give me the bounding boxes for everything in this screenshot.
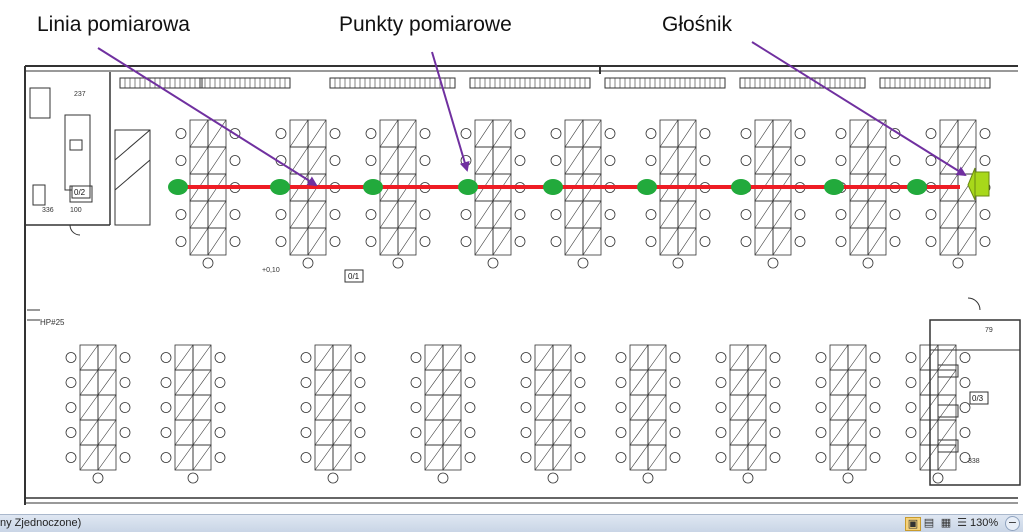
desk-cluster <box>905 344 971 484</box>
window-strip <box>879 77 991 89</box>
outline-icon[interactable]: ☰ <box>957 516 967 529</box>
desk-cluster <box>65 344 131 484</box>
desk-cluster <box>550 119 616 269</box>
desk-cluster <box>520 344 586 484</box>
callout-speaker: Głośnik <box>662 13 733 36</box>
room-number-top: 0/1 <box>348 272 360 281</box>
desk-cluster <box>460 119 526 269</box>
desk-cluster <box>740 119 806 269</box>
window-strip <box>604 77 726 89</box>
desk-cluster <box>645 119 711 269</box>
language-status[interactable]: ny Zjednoczone) <box>0 517 82 529</box>
desk-cluster <box>160 344 226 484</box>
dim-237: 237 <box>74 91 86 98</box>
room-number-right: 0/3 <box>972 394 984 403</box>
measurement-point <box>907 179 927 195</box>
dim-338: 338 <box>968 458 980 465</box>
desk-cluster <box>715 344 781 484</box>
dim-100: 100 <box>70 207 82 214</box>
window-strip <box>469 77 591 89</box>
measurement-point <box>543 179 563 195</box>
measurement-point <box>270 179 290 195</box>
measurement-points <box>168 179 927 195</box>
callout-measurement-points: Punkty pomiarowe <box>339 13 512 36</box>
desk-cluster <box>365 119 431 269</box>
status-bar: ny Zjednoczone) ▣ ▤ ▦ ☰ 130% − <box>0 514 1023 532</box>
floor-plan: 237 100 336 79 338 +0,10 HP#25 0/1 0/2 0… <box>24 41 1021 505</box>
desk-cluster <box>275 119 341 269</box>
measurement-point <box>731 179 751 195</box>
measurement-point <box>458 179 478 195</box>
window-strip <box>199 77 291 89</box>
level-mark: +0,10 <box>262 267 280 274</box>
web-layout-icon[interactable]: ▦ <box>940 516 952 529</box>
left-room-details <box>27 87 1021 486</box>
callout-measurement-line: Linia pomiarowa <box>37 13 190 36</box>
room-numbers: 0/1 0/2 0/3 <box>71 185 989 405</box>
desk-cluster <box>410 344 476 484</box>
window-strips <box>119 77 991 89</box>
measurement-point <box>168 179 188 195</box>
window-strip <box>739 77 866 89</box>
measurement-point <box>363 179 383 195</box>
building-walls <box>24 65 1018 505</box>
zoom-level[interactable]: 130% <box>970 517 999 529</box>
speaker-icon <box>967 167 990 201</box>
window-strip <box>329 77 456 89</box>
measurement-point <box>637 179 657 195</box>
desk-cluster <box>615 344 681 484</box>
dim-79: 79 <box>985 327 993 334</box>
desk-cluster <box>815 344 881 484</box>
full-screen-icon[interactable]: ▤ <box>923 516 935 529</box>
plan-dimension-labels: 237 100 336 79 338 +0,10 HP#25 <box>40 91 993 465</box>
print-layout-icon[interactable]: ▣ <box>905 517 921 531</box>
zoom-out-icon[interactable]: − <box>1005 516 1020 531</box>
hp-mark: HP#25 <box>40 318 65 327</box>
callout-arrows <box>97 41 967 187</box>
room-number-left: 0/2 <box>74 188 86 197</box>
dim-336: 336 <box>42 207 54 214</box>
desk-cluster <box>175 119 241 269</box>
desk-cluster <box>300 344 366 484</box>
desk-cluster <box>835 119 901 269</box>
desk-clusters <box>65 119 991 484</box>
measurement-point <box>824 179 844 195</box>
